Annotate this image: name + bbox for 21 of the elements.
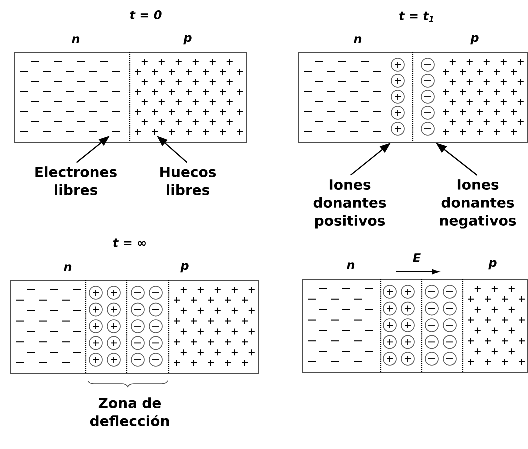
panel-label: p xyxy=(184,35,192,45)
annotation-text: Electrones libres xyxy=(36,166,117,196)
crystal-box xyxy=(10,280,260,374)
annotation-text: Iones donantes positivos xyxy=(314,180,386,229)
panel-label: t = ∞ xyxy=(113,238,146,248)
panel-label: E xyxy=(413,254,421,262)
panel-label: p xyxy=(488,260,497,270)
panel-label: t = 0 xyxy=(130,10,162,20)
annotation-text: Zona de deflección xyxy=(90,398,170,426)
annotation-text: Huecos libres xyxy=(160,166,216,196)
crystal-box xyxy=(302,278,528,374)
panel-label: n xyxy=(72,36,80,44)
panel-label: t = t$_{1}$ xyxy=(400,12,434,22)
panel-label: n xyxy=(347,262,355,270)
panel-label: p xyxy=(180,263,189,273)
panel-label: p xyxy=(470,35,479,45)
panel-label: n xyxy=(354,36,362,44)
crystal-box xyxy=(298,52,528,144)
annotation-text: Iones donantes negativos xyxy=(440,180,516,229)
crystal-box xyxy=(14,52,248,144)
panel-label: n xyxy=(64,264,72,272)
